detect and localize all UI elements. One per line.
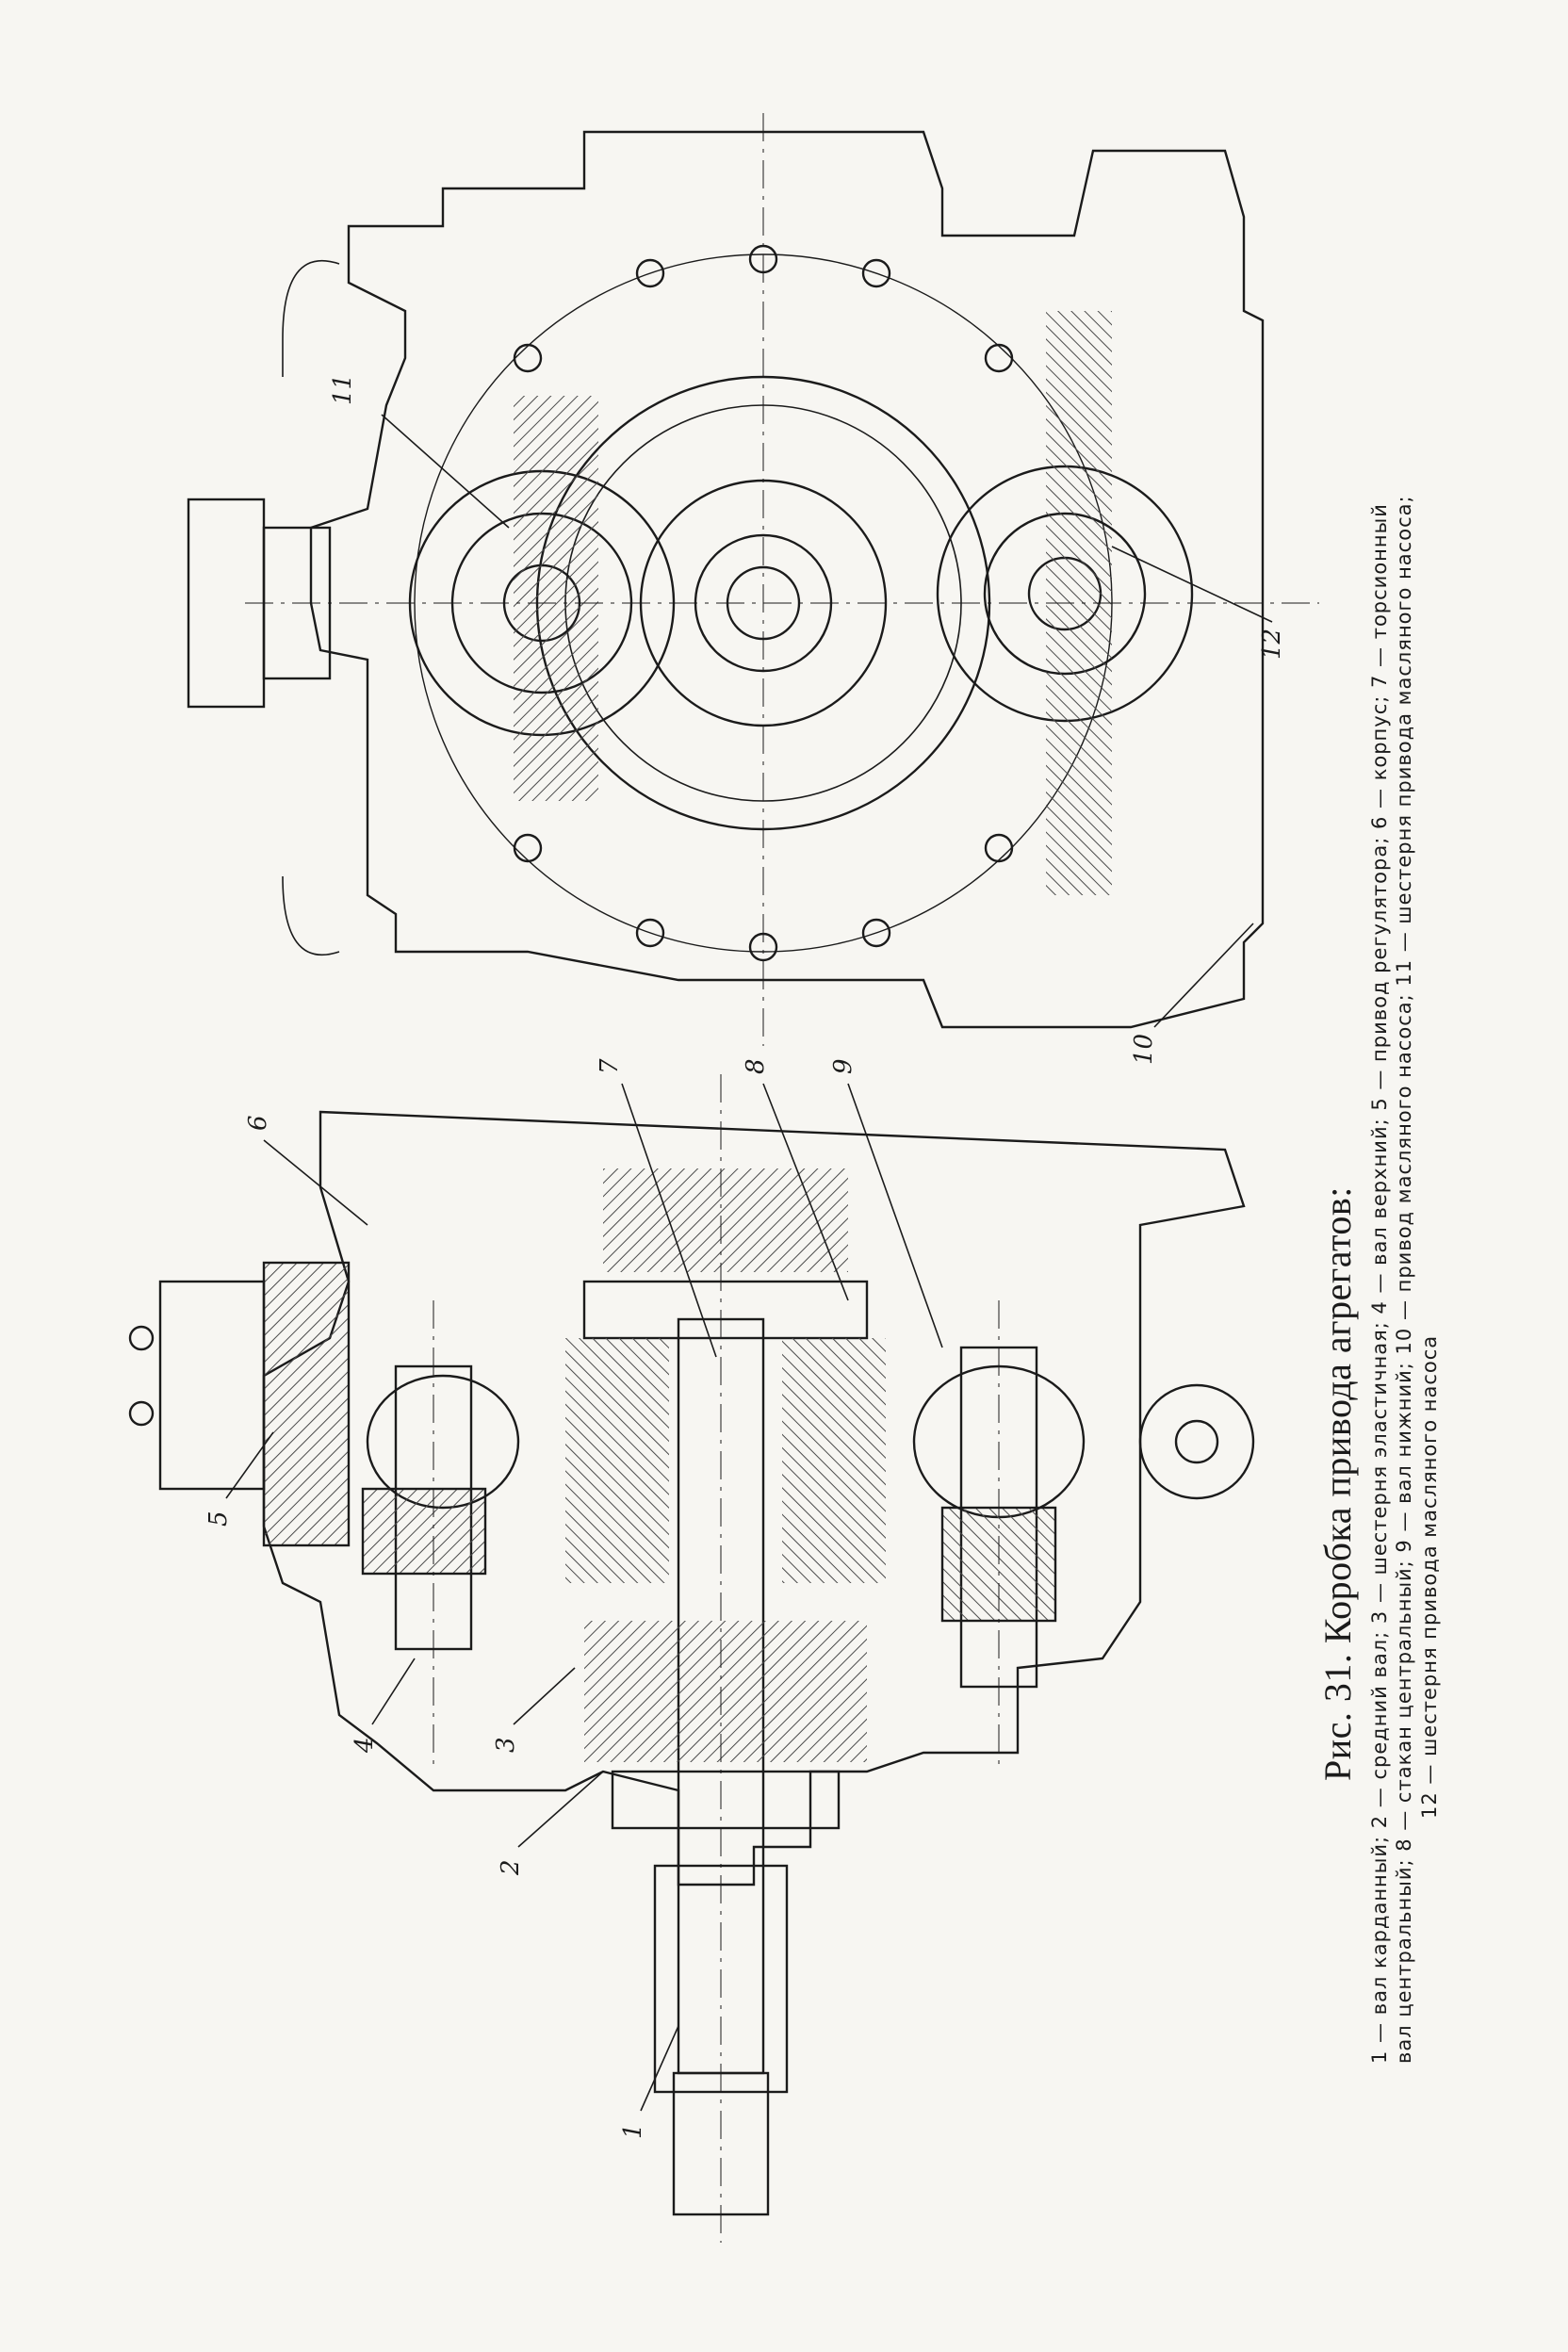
callout-11: 11 xyxy=(329,374,357,405)
callout-3: 3 xyxy=(492,1737,520,1753)
leader-lines xyxy=(225,414,1273,2112)
legend-line-2: вал центральный; 8 — стакан центральный;… xyxy=(1393,495,1416,2064)
end-view-drawing xyxy=(187,113,1319,1046)
callout-1: 1 xyxy=(619,2123,647,2139)
callout-4: 4 xyxy=(351,1737,379,1754)
callout-10: 10 xyxy=(1130,1034,1158,1065)
callout-2: 2 xyxy=(497,1859,525,1876)
callout-9: 9 xyxy=(829,1058,858,1074)
callout-6: 6 xyxy=(244,1115,272,1131)
figure-caption: Рис. 31. Коробка привода агрегатов: 1 — … xyxy=(1315,85,1442,2064)
callout-labels: 11 12 10 6 7 8 9 5 4 3 2 1 xyxy=(204,374,1286,2139)
callout-5: 5 xyxy=(204,1511,233,1527)
section-view-drawing xyxy=(128,1074,1255,2243)
callout-8: 8 xyxy=(742,1058,770,1074)
callout-12: 12 xyxy=(1258,629,1286,660)
figure-title: Рис. 31. Коробка привода агрегатов: xyxy=(1316,1186,1359,1781)
callout-7: 7 xyxy=(596,1058,624,1074)
legend-line-3: 12 — шестерня привода масляного насоса xyxy=(1417,1334,1441,1819)
legend-line-1: 1 — вал карданный; 2 — средний вал; 3 — … xyxy=(1368,503,1391,2064)
